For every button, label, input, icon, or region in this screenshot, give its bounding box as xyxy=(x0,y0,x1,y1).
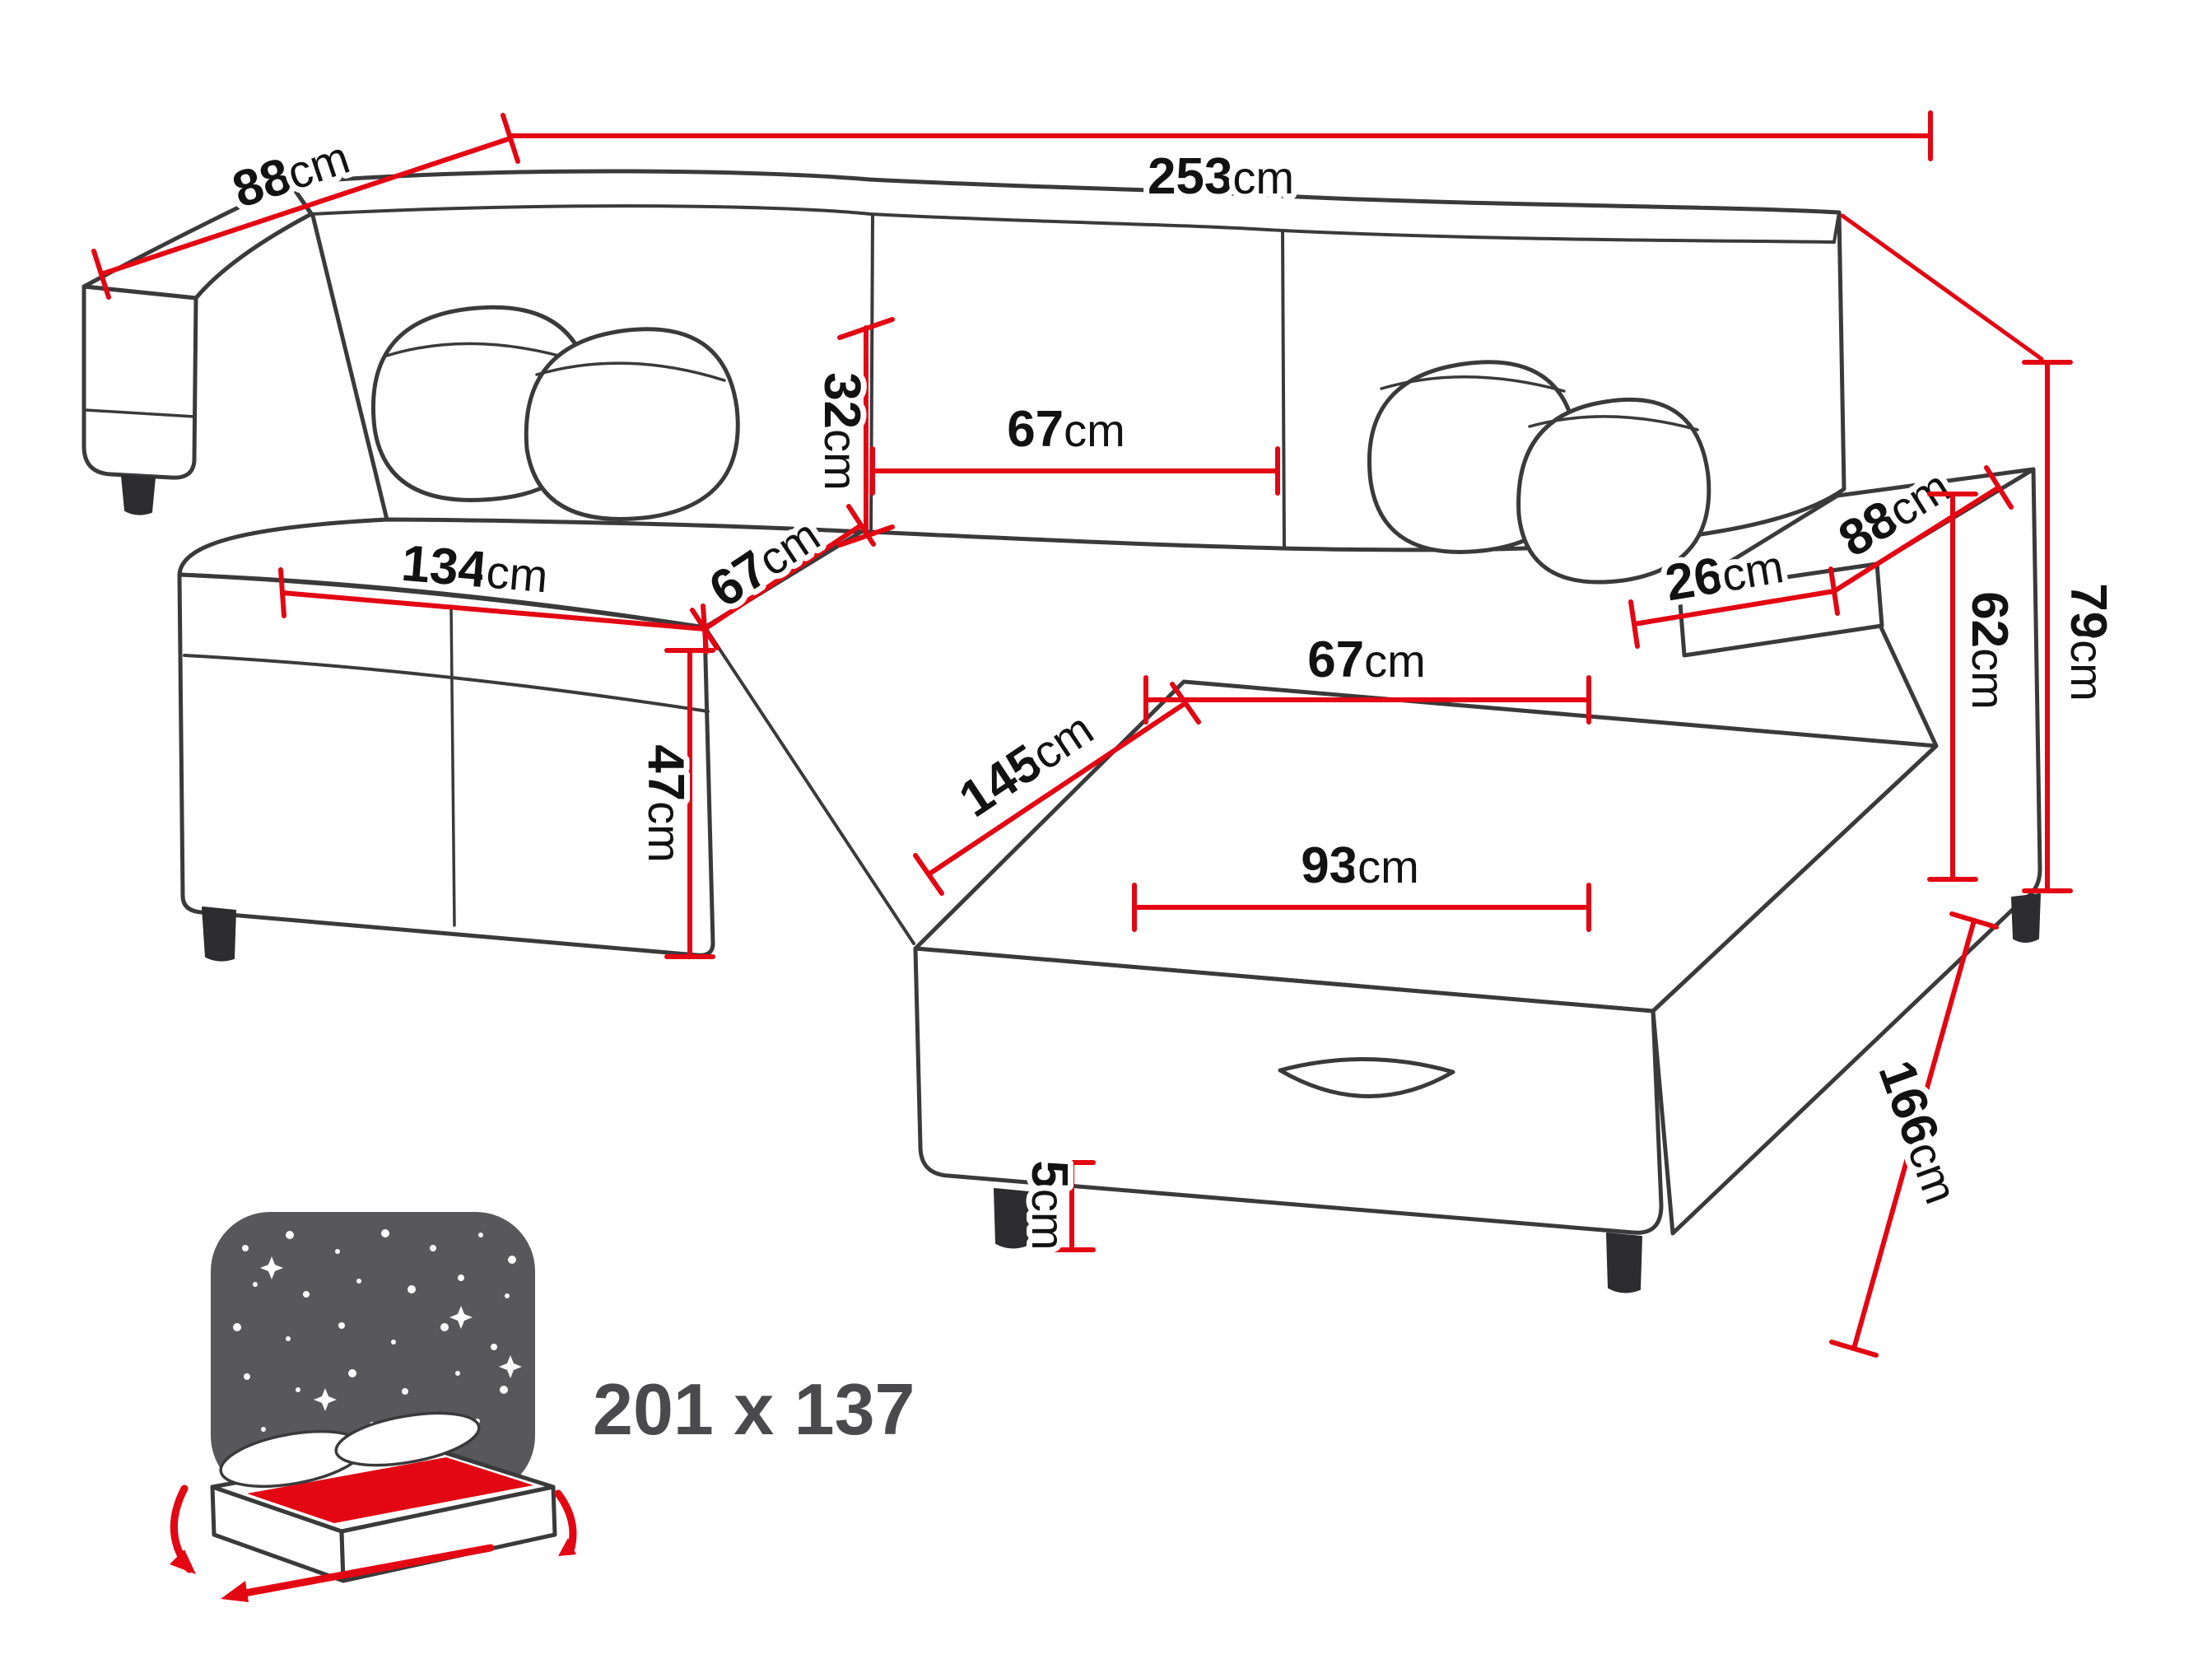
dim-armrest-height-label: 62cm xyxy=(1961,591,2018,710)
dim-seat-width: 134cm xyxy=(278,529,709,655)
sofa-seat-front xyxy=(177,572,715,958)
sofa-platform-edge xyxy=(705,627,915,945)
depth-arrow-icon xyxy=(554,1489,577,1552)
dim-chaise-width: 67cm xyxy=(1143,626,1591,725)
sleeping-area-size-label: 201 x 137 xyxy=(593,1368,915,1450)
sofa-chaise-front xyxy=(913,946,1664,1235)
dim-chaise-width-label: 67cm xyxy=(1307,631,1426,688)
sofa-backrest-top-band xyxy=(288,181,1841,244)
width-arrowhead-icon xyxy=(221,1581,249,1602)
stars-decor xyxy=(233,1229,522,1443)
sofa-right-side xyxy=(1651,467,2042,1236)
dim-back-cushion-width: 67cm xyxy=(870,395,1280,496)
pillow-right-front-fold xyxy=(1528,415,1699,431)
width-arrow-icon xyxy=(236,1544,495,1598)
sofa-drawing xyxy=(81,169,2042,1293)
sofa-left-armrest-front xyxy=(81,284,198,480)
mattress-front-right xyxy=(339,1484,557,1583)
dim-total-width-label: 253cm xyxy=(1148,148,1294,205)
sofa-seat-vertical-seam xyxy=(449,604,456,927)
sofa-leg xyxy=(994,1188,1030,1249)
dim-leg-height-label: 5cm xyxy=(1021,1160,1078,1250)
dim-chaise-front-width-label: 93cm xyxy=(1301,837,1419,894)
sofa-leg xyxy=(2011,893,2041,943)
dim-backrest-height: 32cm xyxy=(808,317,895,548)
pillow-left-front xyxy=(524,327,740,521)
pillow-left-back-fold xyxy=(385,342,578,362)
dim-backrest-height-label: 32cm xyxy=(813,372,870,491)
dim-total-height-label: 79cm xyxy=(2060,583,2117,701)
dim-seat-width-label: 134cm xyxy=(399,535,550,604)
dim-chaise-front-width: 93cm xyxy=(1132,832,1591,932)
dim-total-width: 253cm xyxy=(508,110,1933,211)
sofa-leg xyxy=(121,475,156,515)
bed-pillow xyxy=(334,1411,481,1467)
dim-leg-height: 5cm xyxy=(1015,1154,1096,1256)
sofa-leg xyxy=(1606,1233,1642,1293)
dim-side-depth-label: 166cm xyxy=(1867,1054,1971,1211)
sofa-leg xyxy=(202,906,236,962)
pillow-left-front-fold xyxy=(535,361,726,382)
sofa-seat-lip-seam xyxy=(183,654,710,713)
dim-armrest-height: 62cm xyxy=(1927,492,2023,882)
dim-seat-height: 47cm xyxy=(631,648,715,959)
dim-total-height: 79cm xyxy=(1840,213,2122,893)
dim-seat-height-label: 47cm xyxy=(637,744,694,863)
pillow-right-back-fold xyxy=(1380,375,1566,393)
sleeping-area-icon: 201 x 137 xyxy=(170,1212,915,1602)
sofa-chaise-handle xyxy=(1278,1056,1455,1098)
bed-sheet xyxy=(247,1457,533,1523)
depth-arrowhead-icon xyxy=(558,1538,576,1556)
sofa-backrest-seam-right xyxy=(1281,229,1286,550)
sofa-left-armrest-seam xyxy=(84,408,196,418)
dim-back-cushion-width-label: 67cm xyxy=(1007,401,1125,458)
unfold-arrowhead-icon xyxy=(170,1549,196,1574)
